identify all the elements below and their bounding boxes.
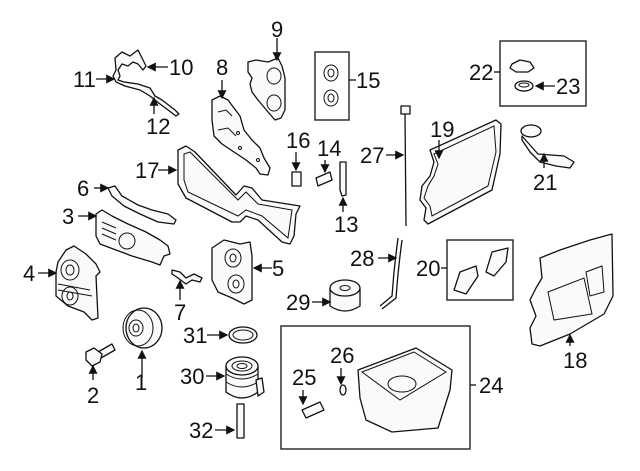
callout-30[interactable]: 30 (180, 364, 204, 389)
callout-9[interactable]: 9 (271, 17, 283, 42)
callout-1[interactable]: 1 (135, 370, 147, 395)
dipstick-part[interactable] (400, 105, 411, 227)
crankshaft-pulley-part[interactable] (122, 307, 163, 349)
seal-kit-box[interactable] (314, 51, 350, 121)
callout-8[interactable]: 8 (216, 55, 228, 80)
oil-cooler-part[interactable] (225, 356, 265, 399)
callout-14[interactable]: 14 (317, 136, 341, 161)
callout-32[interactable]: 32 (189, 418, 213, 443)
callout-25[interactable]: 25 (292, 365, 316, 390)
leader-lines (38, 38, 575, 435)
callout-19[interactable]: 19 (430, 117, 454, 142)
callout-11[interactable]: 11 (73, 67, 96, 92)
callout-21[interactable]: 21 (533, 170, 557, 195)
valve-cover-gasket-part[interactable] (419, 119, 502, 225)
callout-24[interactable]: 24 (479, 373, 503, 398)
seal-block-part[interactable] (291, 171, 302, 187)
oil-pan-baffle-part[interactable] (529, 233, 614, 347)
rear-timing-cover-part[interactable] (211, 95, 271, 176)
callout-labels: 1 2 3 4 5 6 7 8 9 10 11 12 13 14 15 16 1… (23, 17, 587, 443)
callout-12[interactable]: 12 (146, 114, 170, 139)
callout-17[interactable]: 17 (135, 158, 159, 183)
callout-6[interactable]: 6 (77, 176, 89, 201)
oil-filler-tube-part[interactable] (520, 124, 575, 169)
callout-27[interactable]: 27 (360, 143, 384, 168)
timing-belt-part[interactable] (177, 145, 301, 245)
callout-29[interactable]: 29 (286, 290, 310, 315)
oil-filter-part[interactable] (329, 279, 361, 312)
callout-16[interactable]: 16 (286, 128, 310, 153)
left-timing-cover-part[interactable] (55, 245, 101, 321)
right-timing-cover-part[interactable] (211, 239, 253, 305)
callout-23[interactable]: 23 (556, 74, 580, 99)
rear-cover-plate-part[interactable] (247, 57, 286, 121)
callout-5[interactable]: 5 (272, 256, 284, 281)
dipstick-tube-part[interactable] (379, 237, 403, 310)
center-timing-cover-part[interactable] (95, 209, 171, 266)
cover-gasket-part[interactable] (112, 49, 180, 117)
cooler-stud-part[interactable] (236, 403, 245, 439)
cooler-seal-part[interactable] (228, 326, 258, 344)
callout-20[interactable]: 20 (416, 256, 440, 281)
pulley-bolt-part[interactable] (85, 343, 116, 367)
callout-26[interactable]: 26 (330, 343, 354, 368)
callout-10[interactable]: 10 (169, 55, 193, 80)
callout-28[interactable]: 28 (350, 246, 374, 271)
callout-2[interactable]: 2 (87, 383, 99, 408)
callout-4[interactable]: 4 (23, 261, 35, 286)
timing-cover-seal-small-part[interactable] (171, 269, 203, 285)
gasket-set-box[interactable] (446, 239, 514, 301)
oil-pan-assembly-box[interactable] (280, 325, 471, 450)
timing-cover-seal-upper-part[interactable] (107, 185, 177, 225)
callout-31[interactable]: 31 (183, 323, 207, 348)
callout-7[interactable]: 7 (174, 300, 186, 325)
oil-cap-kit-box[interactable] (499, 40, 587, 107)
seal-strip-part[interactable] (339, 161, 347, 197)
callout-3[interactable]: 3 (62, 204, 74, 229)
callout-22[interactable]: 22 (469, 60, 493, 85)
callout-15[interactable]: 15 (356, 68, 380, 93)
seal-pad-part[interactable] (315, 171, 333, 187)
callout-13[interactable]: 13 (334, 212, 358, 237)
callout-18[interactable]: 18 (563, 348, 587, 373)
